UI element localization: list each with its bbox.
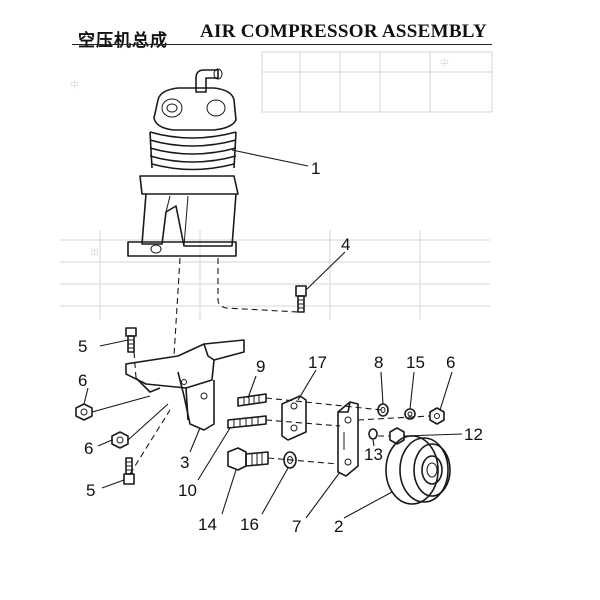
svg-text:中: 中 [70,79,79,91]
svg-text:中: 中 [440,57,449,69]
callout-6-left-upper: 6 [78,371,87,390]
title-chinese: 空压机总成 [78,31,168,51]
callout-12: 12 [464,425,483,444]
part-10-stud [227,415,267,429]
part-6-nut-left-lower [111,431,129,449]
part-7-tensioner-bracket [337,401,359,477]
title-english: AIR COMPRESSOR ASSEMBLY [200,21,488,42]
show-through-background: 中 中 出 [60,51,493,320]
part-4-bolt [295,285,307,313]
callout-1: 1 [311,159,320,178]
callout-5-lower: 5 [86,481,95,500]
header: 空压机总成 AIR COMPRESSOR ASSEMBLY [0,0,600,52]
part-13-washer [368,428,378,440]
part-6-nut-left-upper [75,403,93,421]
callout-15: 15 [406,353,425,372]
part-5-bolt-lower [123,457,135,485]
header-rule [72,44,492,45]
callout-13: 13 [364,445,383,464]
callout-6-left-lower: 6 [84,439,93,458]
leader-lines [83,149,463,519]
part-1-compressor-body [127,68,239,257]
part-3-mounting-bracket [125,339,245,431]
assembly-center-lines [129,257,431,475]
part-9-stud [237,393,267,407]
part-12-nut [389,427,405,445]
callout-5-upper: 5 [78,337,87,356]
callout-10: 10 [178,481,197,500]
callout-2: 2 [334,517,343,536]
callout-8: 8 [374,353,383,372]
part-6-nut-right [429,407,445,425]
callout-4: 4 [341,235,350,254]
callout-3: 3 [180,453,189,472]
part-17-adjusting-plate [281,395,307,441]
callout-14: 14 [198,515,217,534]
callout-17: 17 [308,353,327,372]
svg-text:出: 出 [90,246,99,258]
callout-16: 16 [240,515,259,534]
callout-7: 7 [292,517,301,536]
callout-9: 9 [256,357,265,376]
callout-6-right: 6 [446,353,455,372]
part-2-pulley [385,435,451,505]
part-14-bolt [227,447,269,471]
callout-labels: 1 4 5 6 6 5 3 9 17 8 15 6 12 13 10 14 16… [78,159,483,536]
